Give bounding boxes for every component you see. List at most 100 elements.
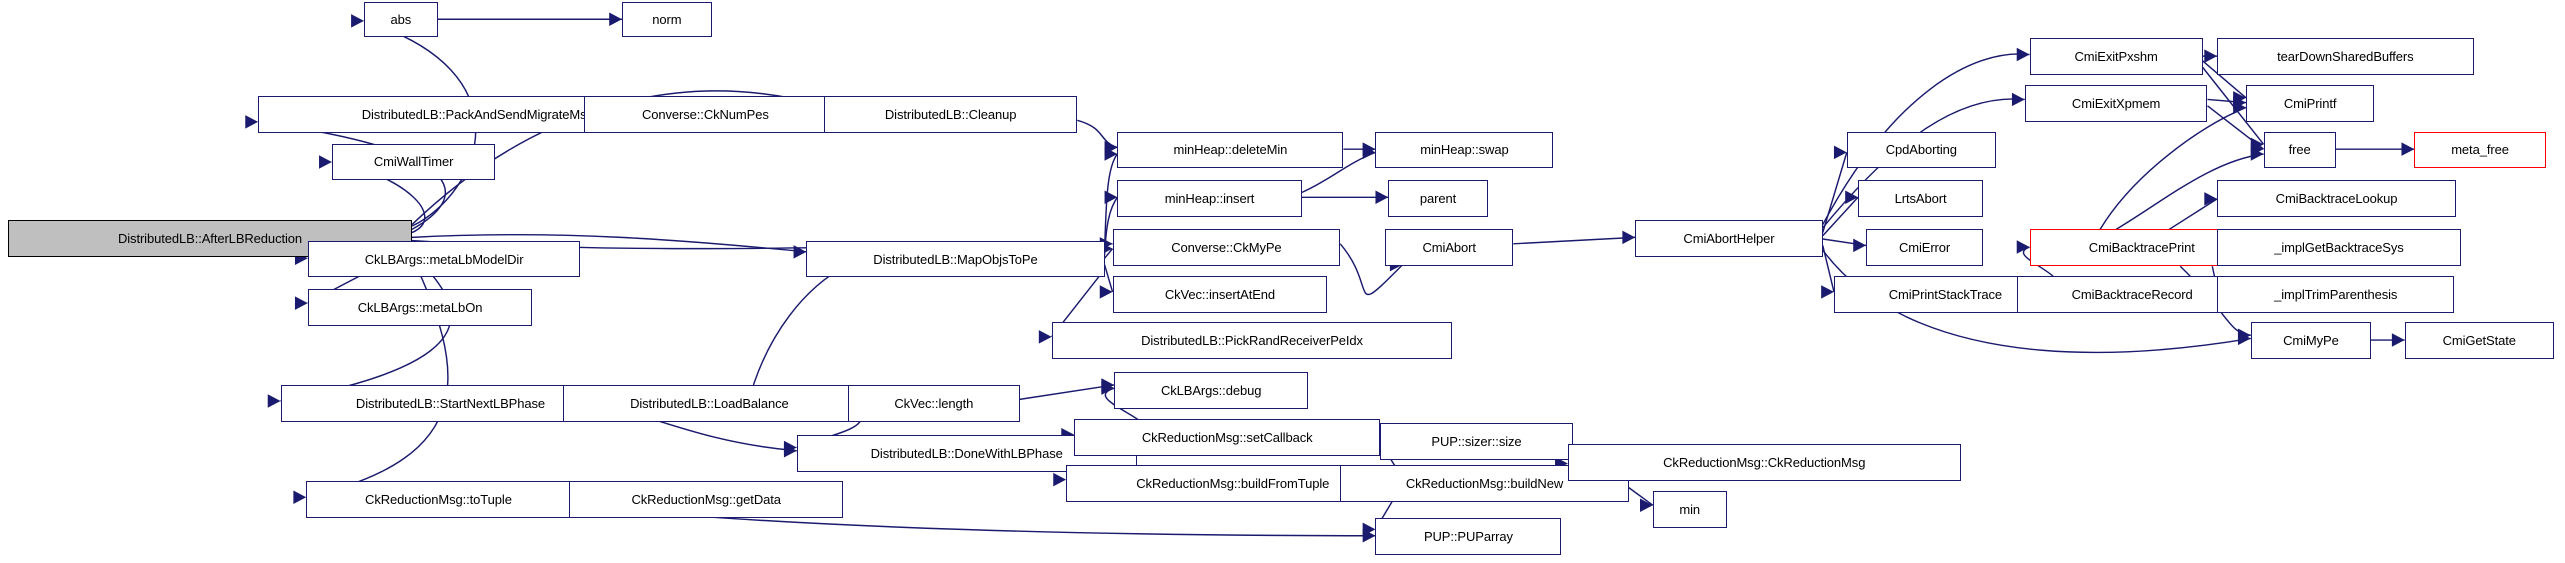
graph-node-n10[interactable]: CkReductionMsg::toTuple xyxy=(306,481,571,519)
graph-edge-arrowhead-31 xyxy=(1101,378,1115,392)
graph-node-label: DistributedLB::AfterLBReduction xyxy=(117,230,303,246)
graph-node-n18[interactable]: parent xyxy=(1388,179,1488,217)
graph-node-n26[interactable]: PUP::sizer::size xyxy=(1380,423,1573,461)
graph-node-label: norm xyxy=(652,11,682,27)
graph-node-n32[interactable]: CmiAbortHelper xyxy=(1635,219,1823,257)
graph-node-label: CkVec::length xyxy=(894,395,974,411)
graph-edge-arrowhead-53 xyxy=(2233,100,2246,115)
graph-node-n29[interactable]: CkReductionMsg::CkReductionMsg xyxy=(1567,444,1961,482)
graph-node-n6[interactable]: DistributedLB::Cleanup xyxy=(824,96,1078,134)
graph-node-n31[interactable]: CmiAbort xyxy=(1385,229,1514,267)
graph-node-n33[interactable]: CpdAborting xyxy=(1846,131,1996,169)
graph-edge-arrowhead-58 xyxy=(2237,328,2251,342)
graph-edge-arrowhead-52 xyxy=(2250,142,2264,156)
graph-edge-arrowhead-1 xyxy=(609,12,623,26)
graph-node-n24[interactable]: CkReductionMsg::setCallback xyxy=(1074,418,1381,456)
graph-node-label: CmiAbortHelper xyxy=(1683,230,1775,246)
graph-node-n15[interactable]: CkVec::insertAtEnd xyxy=(1112,275,1328,313)
graph-edge-arrowhead-16 xyxy=(1099,285,1113,299)
graph-node-label: CkLBArgs::metaLbModelDir xyxy=(364,251,524,267)
graph-edge-arrowhead-18 xyxy=(1362,142,1376,156)
graph-node-label: CkVec::insertAtEnd xyxy=(1164,286,1276,302)
graph-node-n48[interactable]: meta_free xyxy=(2414,131,2546,169)
graph-edge-arrowhead-10 xyxy=(793,245,807,259)
graph-node-n13[interactable]: minHeap::insert xyxy=(1117,179,1302,217)
graph-node-label: _implTrimParenthesis xyxy=(2274,286,2398,302)
graph-node-n30[interactable]: min xyxy=(1652,490,1727,528)
graph-edge-arrowhead-38 xyxy=(1622,230,1636,245)
graph-node-n28[interactable]: PUP::PUParray xyxy=(1375,518,1562,555)
graph-edge-arrowhead-0 xyxy=(351,14,364,28)
graph-node-label: minHeap::deleteMin xyxy=(1173,142,1288,158)
graph-node-n22[interactable]: CkReductionMsg::getData xyxy=(569,481,844,519)
graph-node-n17[interactable]: minHeap::swap xyxy=(1375,131,1554,169)
graph-node-n8[interactable]: CkLBArgs::metaLbOn xyxy=(307,288,533,326)
graph-edge-arrowhead-28 xyxy=(1101,381,1115,395)
graph-node-n1[interactable]: abs xyxy=(363,1,438,37)
graph-edge-arrowhead-30 xyxy=(1053,472,1067,487)
graph-edge-arrowhead-45 xyxy=(2237,331,2251,346)
graph-edge-arrowhead-27 xyxy=(1362,528,1376,543)
graph-edge-arrowhead-43 xyxy=(2016,47,2030,62)
graph-node-n4[interactable]: Converse::CkNumPes xyxy=(583,96,828,134)
graph-node-n14[interactable]: Converse::CkMyPe xyxy=(1112,229,1341,267)
graph-node-label: DistributedLB::MapObjsToPe xyxy=(873,251,1038,267)
graph-node-label: CkReductionMsg::toTuple xyxy=(365,492,512,508)
graph-node-n23[interactable]: CkLBArgs::debug xyxy=(1114,372,1309,410)
graph-node-label: CmiPrintStackTrace xyxy=(1888,286,2003,302)
graph-node-n20[interactable]: CkVec::length xyxy=(848,384,1020,422)
graph-edge-arrowhead-34 xyxy=(1362,522,1376,537)
graph-edge-36 xyxy=(1628,487,1654,506)
graph-node-n35[interactable]: CmiError xyxy=(1866,229,1984,267)
graph-edge-arrowhead-7 xyxy=(294,296,308,310)
graph-node-n37[interactable]: CmiExitPxshm xyxy=(2029,38,2203,76)
graph-node-label: CkReductionMsg::CkReductionMsg xyxy=(1663,455,1866,471)
graph-node-label: CmiWallTimer xyxy=(373,154,454,170)
graph-node-n49[interactable]: CmiGetState xyxy=(2404,322,2554,360)
graph-node-n45[interactable]: _implGetBacktraceSys xyxy=(2217,229,2461,267)
graph-node-n38[interactable]: CmiExitXpmem xyxy=(2024,85,2208,122)
graph-node-label: CkLBArgs::debug xyxy=(1160,383,1262,399)
graph-edge-41 xyxy=(1822,238,1867,247)
graph-node-n12[interactable]: minHeap::deleteMin xyxy=(1117,131,1344,169)
graph-node-label: Converse::CkNumPes xyxy=(641,107,769,123)
graph-edge-arrowhead-46 xyxy=(2016,240,2030,254)
graph-edge-55 xyxy=(2163,198,2218,234)
graph-node-label: CmiAbort xyxy=(1422,240,1476,256)
graph-node-label: CmiExitXpmem xyxy=(2071,95,2161,111)
graph-node-n46[interactable]: _implTrimParenthesis xyxy=(2217,275,2455,313)
graph-node-n41[interactable]: tearDownSharedBuffers xyxy=(2217,38,2474,76)
graph-node-n2[interactable]: norm xyxy=(622,1,712,37)
graph-node-n11[interactable]: DistributedLB::MapObjsToPe xyxy=(806,240,1105,278)
graph-node-label: Converse::CkMyPe xyxy=(1171,240,1282,256)
graph-node-n43[interactable]: free xyxy=(2263,131,2336,169)
graph-edge-arrowhead-51 xyxy=(2233,95,2246,110)
graph-edge-arrowhead-42 xyxy=(1821,285,1834,299)
graph-node-label: CkLBArgs::metaLbOn xyxy=(357,299,483,315)
graph-edge-arrowhead-54 xyxy=(2250,147,2264,161)
graph-node-n47[interactable]: CmiMyPe xyxy=(2250,322,2372,360)
graph-edge-arrowhead-12 xyxy=(1104,140,1118,155)
graph-node-n34[interactable]: LrtsAbort xyxy=(1858,179,1984,217)
graph-node-n7[interactable]: CkLBArgs::metaLbModelDir xyxy=(307,240,581,278)
graph-node-n19[interactable]: DistributedLB::LoadBalance xyxy=(562,384,857,422)
graph-node-n44[interactable]: CmiBacktraceLookup xyxy=(2217,179,2456,217)
graph-node-label: parent xyxy=(1419,190,1457,206)
graph-edge-16 xyxy=(1103,264,1114,293)
graph-node-n16[interactable]: DistributedLB::PickRandReceiverPeIdx xyxy=(1051,322,1453,360)
graph-node-label: CkReductionMsg::setCallback xyxy=(1141,429,1313,445)
graph-node-label: DistributedLB::DoneWithLBPhase xyxy=(870,445,1063,461)
graph-node-n42[interactable]: CmiPrintf xyxy=(2245,85,2375,122)
graph-node-label: DistributedLB::PickRandReceiverPeIdx xyxy=(1141,333,1363,349)
graph-edge-23 xyxy=(752,264,849,386)
graph-node-label: tearDownSharedBuffers xyxy=(2277,49,2414,65)
graph-node-label: _implGetBacktraceSys xyxy=(2274,240,2404,256)
graph-node-n5[interactable]: CmiWallTimer xyxy=(331,144,496,180)
graph-node-label: CkReductionMsg::buildNew xyxy=(1405,476,1564,492)
graph-node-label: CmiMyPe xyxy=(2283,333,2339,349)
graph-node-n40[interactable]: CmiBacktraceRecord xyxy=(2016,275,2248,313)
graph-edge-arrowhead-36 xyxy=(1639,498,1653,512)
graph-edge-arrowhead-19 xyxy=(1362,145,1376,160)
graph-node-label: PUP::sizer::size xyxy=(1431,434,1522,450)
